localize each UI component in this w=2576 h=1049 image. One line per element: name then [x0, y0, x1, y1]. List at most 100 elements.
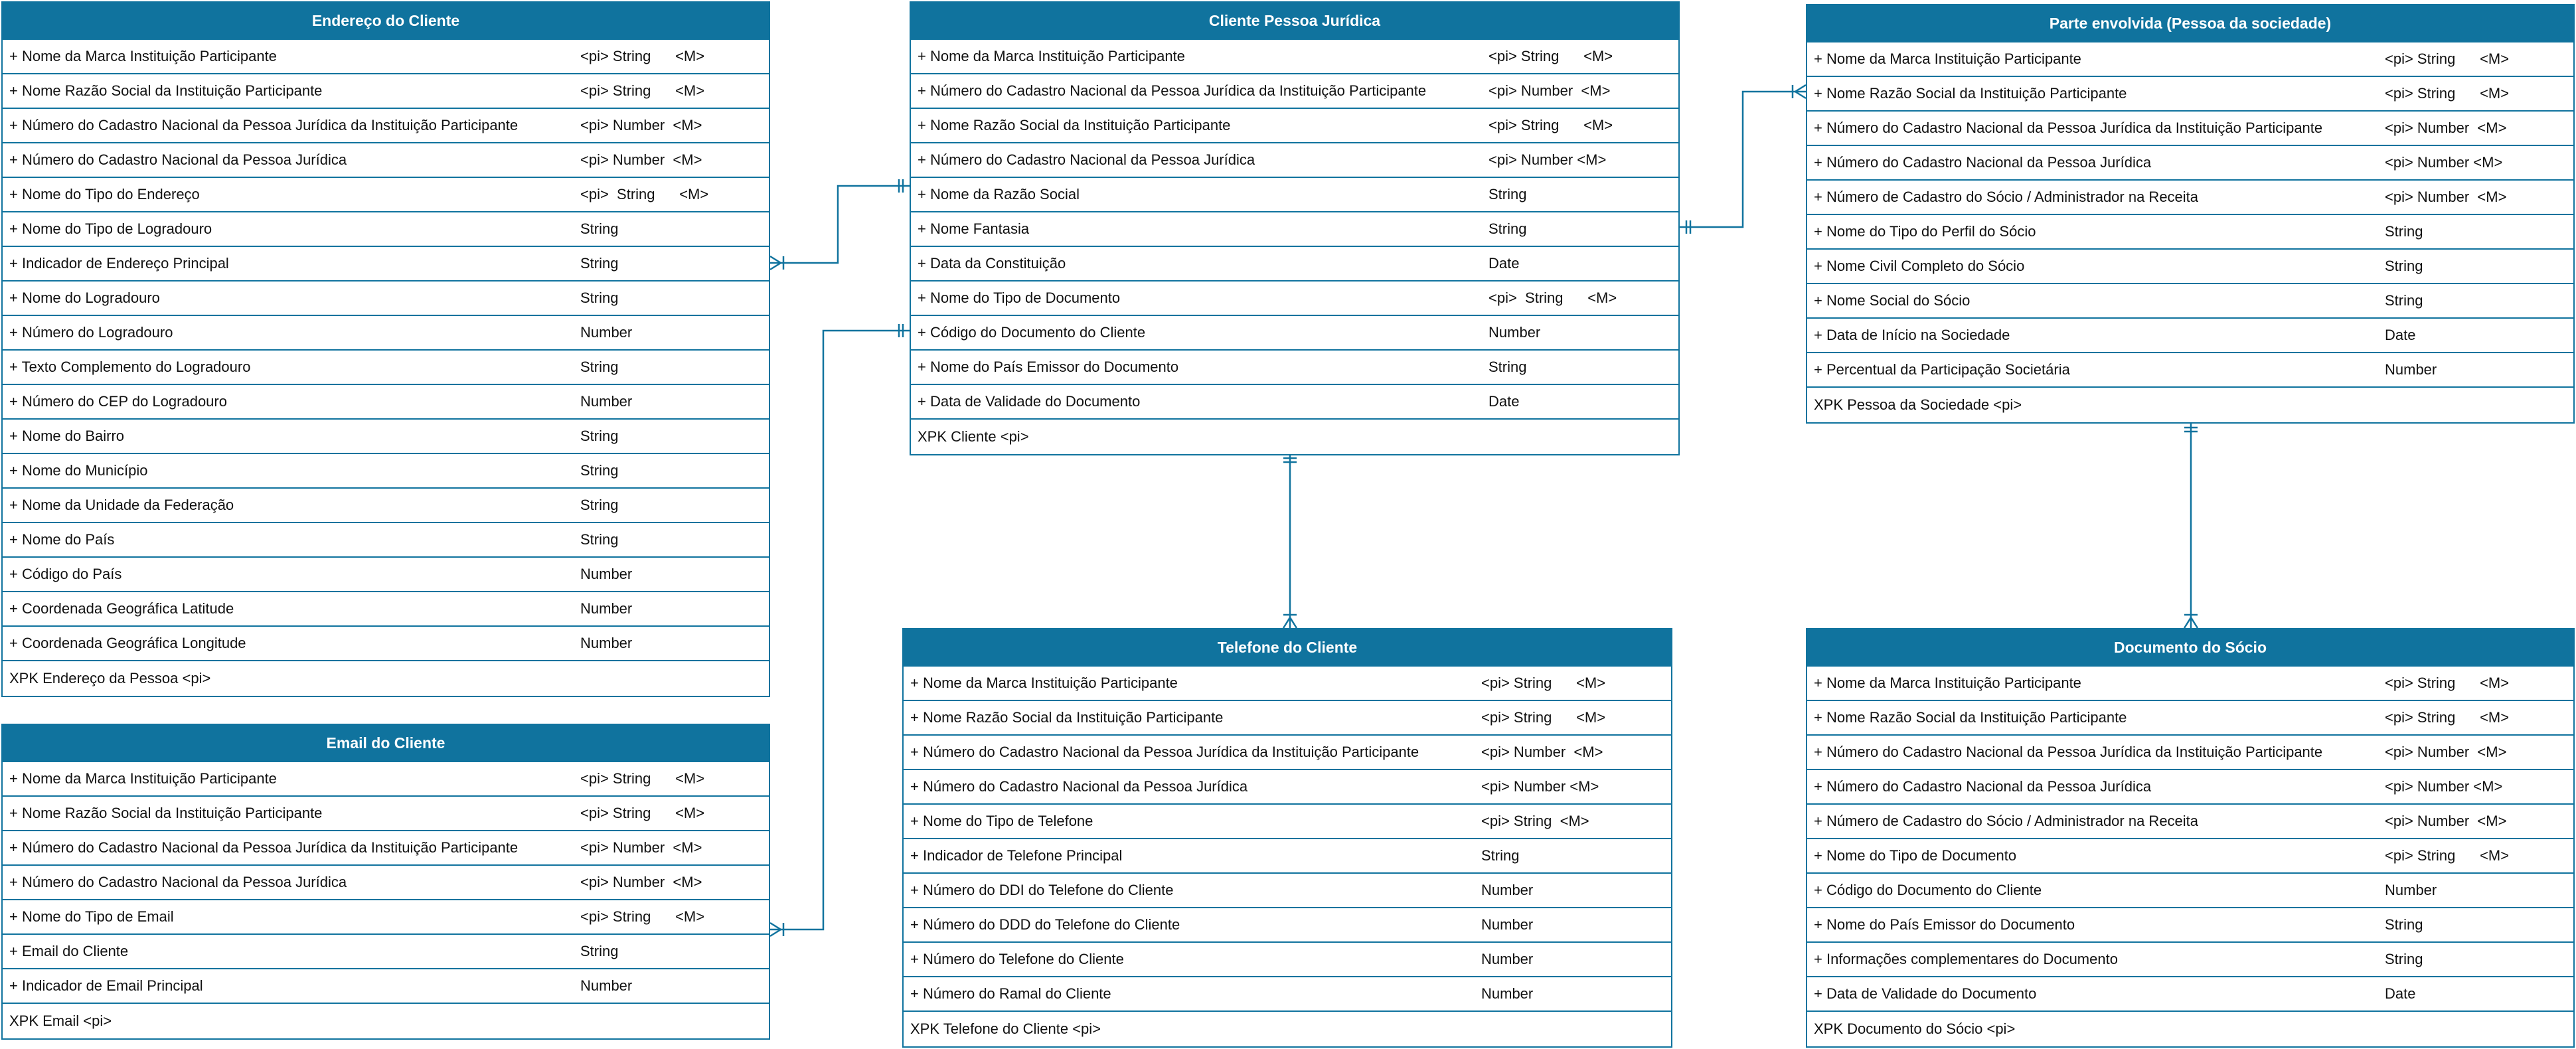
attribute-name: + Nome do Tipo do Endereço	[9, 186, 200, 202]
attribute-type: String	[1489, 220, 1527, 237]
entity-title: Cliente Pessoa Jurídica	[911, 3, 1678, 40]
attribute-name: + Email do Cliente	[9, 943, 129, 959]
attribute-type: <pi> Number <M>	[2385, 744, 2507, 760]
attribute-row: + Número do Cadastro Nacional da Pessoa …	[3, 866, 769, 900]
one-mandatory-marker	[2184, 426, 2198, 433]
entity-email[interactable]: Email do Cliente+ Nome da Marca Institui…	[1, 724, 770, 1040]
attribute-name: + Nome do Tipo do Perfil do Sócio	[1814, 223, 2036, 240]
attribute-type: Date	[1489, 393, 1520, 410]
attribute-type: Number	[1481, 951, 1534, 967]
attribute-row: + Número do Cadastro Nacional da Pessoa …	[3, 143, 769, 178]
attribute-row: + Nome da Marca Instituição Participante…	[3, 762, 769, 797]
attribute-type: Date	[2385, 985, 2416, 1002]
attribute-name: + Nome da Marca Instituição Participante	[9, 770, 277, 787]
attribute-type: <pi> Number <M>	[580, 151, 702, 168]
attribute-type: String	[580, 359, 619, 375]
attribute-name: XPK Cliente <pi>	[918, 428, 1029, 445]
attribute-name: + Nome Fantasia	[918, 220, 1030, 237]
attribute-type: <pi> String <M>	[2385, 847, 2510, 864]
attribute-type: Number	[1489, 324, 1541, 341]
one-mandatory-marker	[1685, 220, 1692, 234]
attribute-name: + Nome do País Emissor do Documento	[918, 359, 1179, 375]
attribute-row: + Nome da Marca Instituição Participante…	[904, 667, 1671, 701]
entity-documento[interactable]: Documento do Sócio+ Nome da Marca Instit…	[1806, 628, 2575, 1048]
attribute-type: Number	[1481, 882, 1534, 898]
attribute-name: XPK Endereço da Pessoa <pi>	[9, 670, 211, 686]
attribute-name: + Número do Ramal do Cliente	[910, 985, 1111, 1002]
attribute-type: String	[1481, 847, 1520, 864]
attribute-name: + Número do Cadastro Nacional da Pessoa …	[9, 151, 347, 168]
attribute-type: <pi> Number <M>	[580, 874, 702, 890]
attribute-type: String	[580, 462, 619, 479]
attribute-row: + Nome Fantasia String	[911, 212, 1678, 247]
attribute-row: + Número do Cadastro Nacional da Pessoa …	[911, 74, 1678, 109]
attribute-row: + Nome Razão Social da Instituição Parti…	[904, 701, 1671, 736]
entity-telefone[interactable]: Telefone do Cliente+ Nome da Marca Insti…	[902, 628, 1672, 1048]
attribute-row: + Nome da Marca Instituição Participante…	[3, 40, 769, 74]
entity-title: Endereço do Cliente	[3, 3, 769, 40]
attribute-row: + Nome do Tipo do Endereço<pi> String <M…	[3, 178, 769, 212]
entity-parte[interactable]: Parte envolvida (Pessoa da sociedade)+ N…	[1806, 4, 2575, 424]
attribute-row: XPK Documento do Sócio <pi>	[1807, 1012, 2573, 1046]
attribute-type: <pi> Number <M>	[2385, 189, 2507, 205]
attribute-name: + Nome do Bairro	[9, 428, 125, 444]
attribute-row: XPK Telefone do Cliente <pi>	[904, 1012, 1671, 1046]
attribute-name: + Código do Documento do Cliente	[1814, 882, 2042, 898]
attribute-name: XPK Email <pi>	[9, 1012, 112, 1029]
attribute-row: + Nome do Município String	[3, 454, 769, 489]
attribute-row: + Número de Cadastro do Sócio / Administ…	[1807, 181, 2573, 215]
one-to-many-marker	[769, 255, 785, 271]
attribute-type: <pi> String <M>	[2385, 709, 2510, 726]
attribute-type: String	[580, 220, 619, 237]
attribute-name: + Código do País	[9, 566, 122, 582]
attribute-type: <pi> String <M>	[1489, 289, 1617, 306]
attribute-name: + Nome do Tipo de Telefone	[910, 813, 1093, 829]
attribute-name: + Nome da Marca Instituição Participante	[9, 48, 277, 64]
attribute-type: <pi> String <M>	[1481, 813, 1589, 829]
entity-endereco[interactable]: Endereço do Cliente+ Nome da Marca Insti…	[1, 1, 770, 697]
attribute-name: + Número do Cadastro Nacional da Pessoa …	[910, 744, 1419, 760]
attribute-row: + Número do Cadastro Nacional da Pessoa …	[3, 109, 769, 143]
attribute-name: + Nome Razão Social da Instituição Parti…	[9, 805, 323, 821]
one-mandatory-marker	[898, 324, 904, 337]
attribute-row: XPK Email <pi>	[3, 1004, 769, 1038]
attribute-row: + Número do Cadastro Nacional da Pessoa …	[911, 143, 1678, 178]
attribute-type: <pi> Number <M>	[2385, 813, 2507, 829]
attribute-row: + Número do Cadastro Nacional da Pessoa …	[1807, 112, 2573, 146]
attribute-type: Number	[2385, 361, 2437, 378]
attribute-type: <pi> String <M>	[580, 805, 705, 821]
attribute-row: + Número do Cadastro Nacional da Pessoa …	[1807, 736, 2573, 770]
attribute-name: + Número de Cadastro do Sócio / Administ…	[1814, 189, 2199, 205]
attribute-name: + Texto Complemento do Logradouro	[9, 359, 251, 375]
attribute-type: <pi> String <M>	[1481, 675, 1606, 691]
one-mandatory-marker	[898, 179, 904, 193]
attribute-name: + Número do DDI do Telefone do Cliente	[910, 882, 1174, 898]
attribute-row: + Número do DDI do Telefone do Cliente Nu…	[904, 874, 1671, 908]
attribute-type: String	[580, 428, 619, 444]
attribute-type: String	[1489, 186, 1527, 202]
attribute-name: + Número do DDD do Telefone do Cliente	[910, 916, 1180, 933]
attribute-name: + Nome do Município	[9, 462, 148, 479]
attribute-name: + Indicador de Email Principal	[9, 977, 203, 994]
attribute-name: XPK Pessoa da Sociedade <pi>	[1814, 396, 2022, 413]
attribute-row: + Nome Razão Social da Instituição Parti…	[1807, 701, 2573, 736]
attribute-row: + Nome Razão Social da Instituição Parti…	[1807, 77, 2573, 112]
attribute-row: + Informações complementares do Document…	[1807, 943, 2573, 977]
attribute-name: + Nome Social do Sócio	[1814, 292, 1971, 309]
attribute-row: + Número de Cadastro do Sócio / Administ…	[1807, 805, 2573, 839]
attribute-name: + Nome do Tipo de Email	[9, 908, 174, 925]
attribute-name: + Data de Validade do Documento	[1814, 985, 2037, 1002]
attribute-row: + Número do Cadastro Nacional da Pessoa …	[904, 736, 1671, 770]
entity-pj[interactable]: Cliente Pessoa Jurídica+ Nome da Marca I…	[910, 1, 1680, 455]
attribute-row: + Nome do Tipo de Documento<pi> String <…	[1807, 839, 2573, 874]
